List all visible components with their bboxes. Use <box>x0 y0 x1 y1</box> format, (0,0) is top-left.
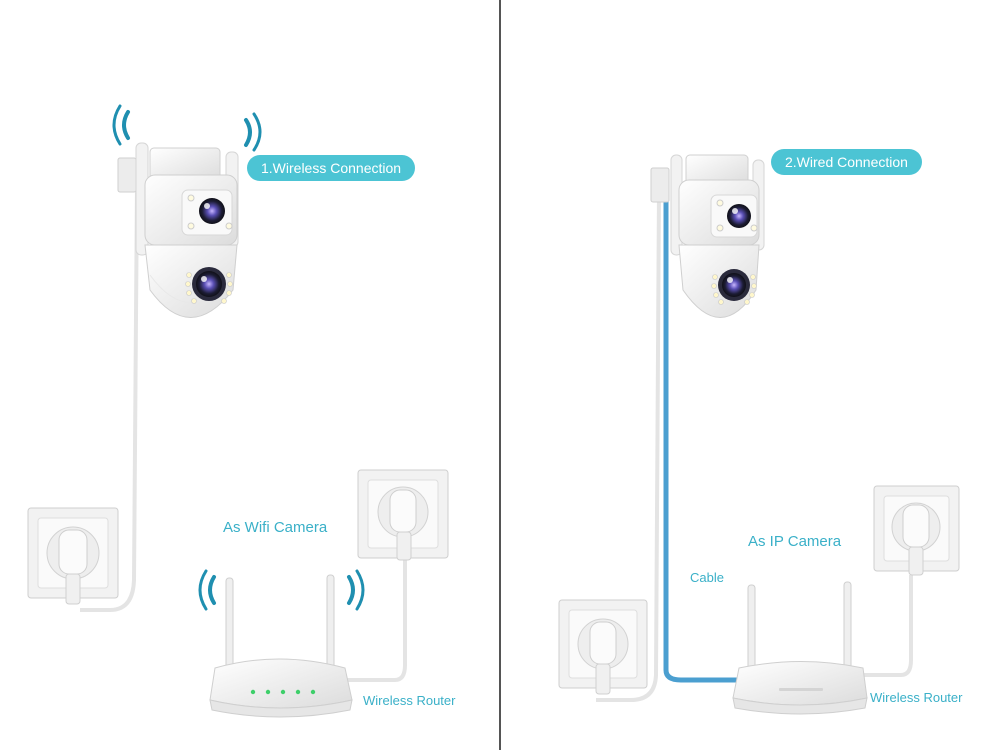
power-socket-icon <box>27 507 119 605</box>
camera-icon <box>650 154 765 318</box>
wired-connection-badge: 2.Wired Connection <box>771 149 922 175</box>
power-socket-icon <box>357 469 449 561</box>
ip-camera-label: As IP Camera <box>748 533 842 550</box>
power-socket-icon <box>558 599 648 695</box>
wifi-icon <box>198 569 216 611</box>
wireless-connection-panel: 1.Wireless Connection As Wifi Camera Wir… <box>0 0 499 750</box>
power-socket-icon <box>873 485 960 576</box>
wired-connection-panel: 2.Wired Connection As IP Camera Cable Wi… <box>501 0 1000 750</box>
wired-diagram <box>558 154 960 715</box>
wifi-icon <box>347 569 365 611</box>
power-cable-icon <box>80 184 139 612</box>
ethernet-cable-icon <box>663 200 741 683</box>
wireless-connection-badge: 1.Wireless Connection <box>247 155 416 181</box>
wireless-diagram <box>27 104 449 718</box>
router-icon <box>732 581 868 715</box>
power-cable-icon <box>863 575 913 677</box>
wifi-camera-label: As Wifi Camera <box>223 519 328 536</box>
wireless-router-label: Wireless Router <box>363 693 456 708</box>
wifi-icon <box>112 104 130 146</box>
router-icon <box>209 574 353 718</box>
power-cable-icon <box>596 189 661 702</box>
wifi-icon <box>244 112 262 152</box>
camera-icon <box>117 142 239 318</box>
power-cable-icon <box>340 555 407 682</box>
wireless-router-label: Wireless Router <box>870 690 963 705</box>
cable-label: Cable <box>690 570 724 585</box>
panel-divider <box>499 0 501 750</box>
